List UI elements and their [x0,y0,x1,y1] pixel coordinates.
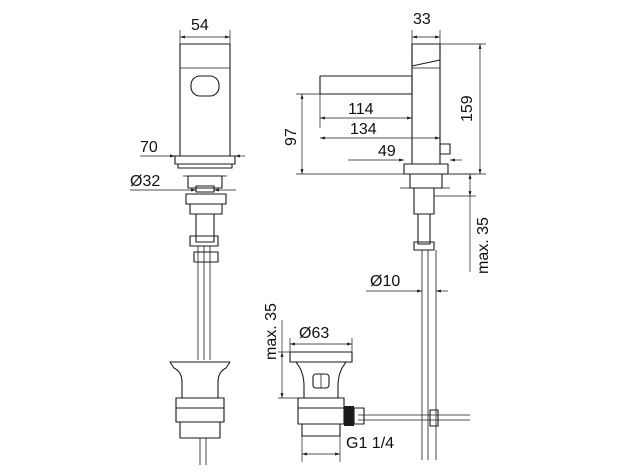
side-spout [319,75,413,95]
waste-flange [289,351,353,363]
side-lever [439,143,451,155]
front-base-plate [174,155,236,165]
dim-spout-reach-134: 134 [350,121,377,138]
front-waste [169,361,231,399]
side-body [411,43,441,165]
side-view: 33 159 97 114 134 49 max. 35 Ø10 [283,11,492,460]
dim-front-width: 54 [191,17,209,34]
dim-spout-reach-114: 114 [348,101,374,118]
front-view: 54 70 Ø32 [130,17,245,465]
front-body [179,43,231,157]
waste-detail: max. 35 Ø63 G1 1/4 [263,303,394,462]
dim-front-hole: Ø32 [130,173,160,190]
dim-side-body: 33 [413,11,431,28]
dim-side-height: 159 [459,95,476,122]
dim-waste-max: max. 35 [263,303,280,360]
dim-waste-thread: G1 1/4 [346,435,394,452]
front-lever-slot [190,75,220,97]
dim-rod-diameter: Ø10 [370,273,400,290]
dim-lever-offset: 49 [378,143,396,160]
front-shank [195,185,215,193]
dim-waste-diameter: Ø63 [299,325,329,342]
dim-front-base: 70 [140,139,158,156]
dim-max-deck: max. 35 [475,217,492,274]
dim-spout-height: 97 [283,128,300,146]
